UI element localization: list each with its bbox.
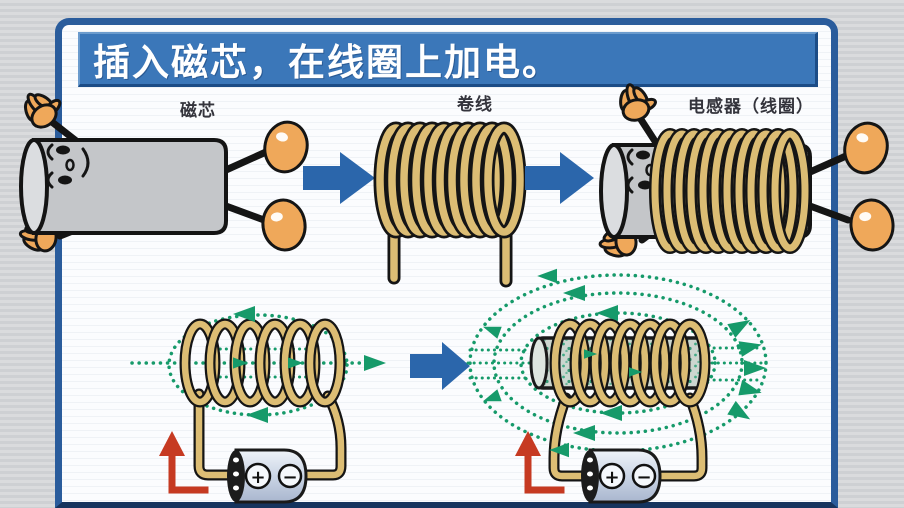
boxing-glove (847, 196, 897, 254)
process-arrow-2 (525, 152, 594, 204)
battery-plus-icon: + (250, 467, 265, 488)
battery: + − (579, 448, 662, 504)
battery-minus-icon: − (282, 467, 297, 488)
coil-loops (380, 128, 520, 232)
boxing-glove (838, 117, 894, 179)
label-coil: 卷线 (457, 95, 493, 114)
coil-figure (380, 128, 520, 288)
battery-minus-icon: − (636, 467, 651, 488)
process-arrow-3 (410, 342, 470, 390)
open-hand (612, 77, 661, 126)
leg-line (806, 152, 850, 176)
core-cylinder (32, 138, 228, 235)
leg-line (222, 202, 268, 224)
coil-loops (655, 134, 805, 248)
leg-line (222, 148, 270, 174)
coil-loops (555, 324, 705, 402)
inductor-character (596, 77, 897, 262)
magnetic-field-lines (466, 273, 768, 453)
coil-circuit-diagram: + − (130, 306, 386, 504)
core-end-cap (599, 143, 629, 239)
leg-line (806, 202, 852, 224)
process-arrow-1 (303, 152, 375, 204)
slide-title: 插入磁芯，在线圈上加电。 (93, 42, 561, 83)
core-character (14, 80, 314, 257)
core-end-cap (19, 138, 49, 235)
circuit-wires (548, 392, 708, 482)
coil-loops (185, 324, 340, 402)
content-panel (55, 18, 838, 508)
boxing-glove (258, 195, 310, 255)
circuit-wires (193, 388, 347, 481)
title-bar: 插入磁芯，在线圈上加电。 (78, 32, 818, 87)
inductor-circuit-diagram: + − (466, 268, 768, 504)
battery: + − (225, 448, 308, 504)
label-inductor: 电感器（线圈） (688, 97, 814, 116)
label-core: 磁芯 (180, 101, 216, 120)
battery-plus-icon: + (604, 467, 619, 488)
